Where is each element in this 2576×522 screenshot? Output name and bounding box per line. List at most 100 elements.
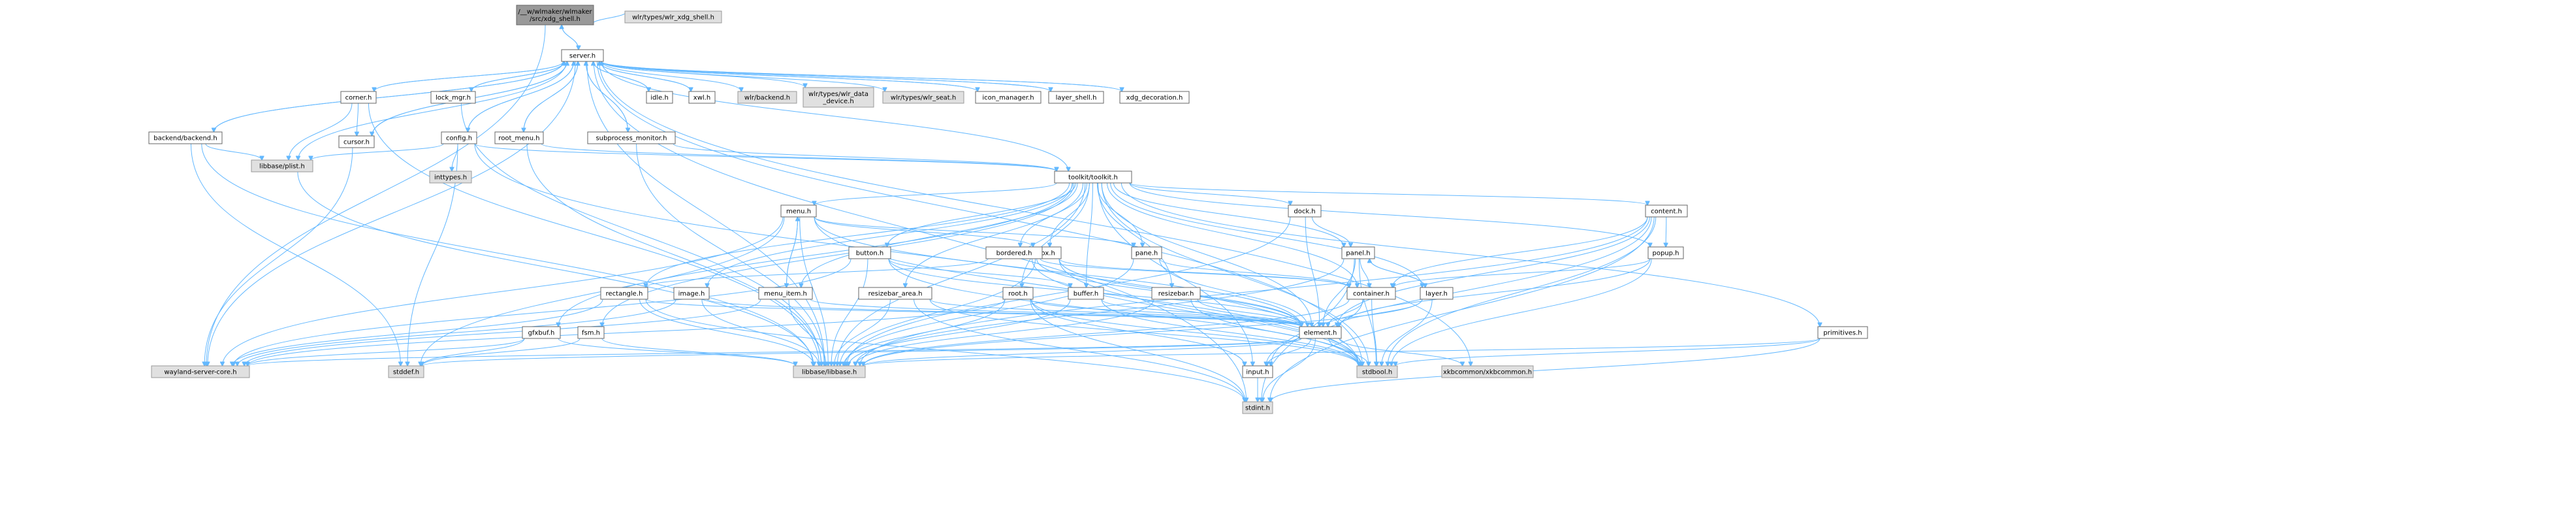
- node-layer-shell[interactable]: layer_shell.h: [1048, 91, 1104, 104]
- edge-dock-to-element: [1305, 216, 1320, 327]
- node-box: [848, 246, 891, 259]
- node-image[interactable]: image.h: [673, 287, 710, 300]
- node-label: /src/xdg_shell.h: [530, 16, 580, 23]
- node-gfxbuf[interactable]: gfxbuf.h: [522, 326, 561, 339]
- edge-toolkit-to-image: [707, 182, 1073, 287]
- node-label: input.h: [1246, 369, 1269, 376]
- node-root-menu[interactable]: root_menu.h: [494, 131, 544, 144]
- edge-buffer-to-stdbool: [1101, 299, 1359, 366]
- edge-resizebar-to-libbase: [855, 299, 1154, 366]
- node-lock-mgr[interactable]: lock_mgr.h: [430, 91, 476, 104]
- edge-element-to-stddef: [422, 338, 1302, 366]
- node-backend[interactable]: backend/backend.h: [148, 131, 223, 144]
- node-box: [673, 287, 710, 300]
- node-corner[interactable]: corner.h: [340, 91, 377, 104]
- node-subprocess-monitor[interactable]: subprocess_monitor.h: [587, 131, 676, 144]
- node-menu-item[interactable]: menu_item.h: [758, 287, 813, 300]
- node-resizebar[interactable]: resizebar.h: [1151, 287, 1201, 300]
- node-xwl[interactable]: xwl.h: [688, 91, 716, 104]
- edge-subprocess_monitor-to-libbase: [636, 143, 825, 366]
- edge-menu_item-to-wayland_server_core: [244, 299, 761, 366]
- node-label: content.h: [1651, 208, 1682, 216]
- node-fsm[interactable]: fsm.h: [577, 326, 605, 339]
- edge-toolkit-to-input: [1098, 182, 1253, 366]
- edge-cursor-to-wayland_server_core: [204, 147, 353, 366]
- edge-element-to-stdint: [1263, 338, 1316, 402]
- node-primitives[interactable]: primitives.h: [1817, 326, 1868, 339]
- node-content[interactable]: content.h: [1645, 204, 1688, 218]
- edge-idle-to-server: [594, 61, 649, 92]
- node-xkbcommon: xkbcommon/xkbcommon.h: [1441, 365, 1534, 378]
- node-resizebar-area[interactable]: resizebar_area.h: [858, 287, 932, 300]
- node-label: root_menu.h: [498, 135, 539, 142]
- node-config[interactable]: config.h: [441, 131, 477, 144]
- node-panel[interactable]: panel.h: [1341, 246, 1375, 259]
- node-libbase: libbase/libbase.h: [793, 365, 866, 378]
- node-root[interactable]: root.h: [1002, 287, 1034, 300]
- edge-resizebar_area-to-element: [929, 299, 1301, 327]
- edge-server-to-xdg_shell: [562, 25, 579, 50]
- edge-layer_shell-to-server: [601, 61, 1051, 92]
- node-box: [1299, 326, 1342, 339]
- node-label: server.h: [569, 53, 596, 60]
- node-icon-manager[interactable]: icon_manager.h: [975, 91, 1042, 104]
- edge-corner-to-server: [374, 61, 564, 92]
- edge-menu-to-wayland_server_core: [223, 216, 784, 366]
- node-label: lock_mgr.h: [436, 95, 471, 102]
- edge-menu_item-to-menu: [786, 217, 797, 288]
- node-bordered[interactable]: bordered.h: [985, 246, 1043, 259]
- node-button[interactable]: button.h: [848, 246, 891, 259]
- node-input[interactable]: input.h: [1242, 365, 1273, 378]
- edge-popup-to-container: [1393, 258, 1651, 287]
- edge-layer-to-stdbool: [1382, 299, 1433, 366]
- node-box: [1341, 246, 1375, 259]
- node-menu[interactable]: menu.h: [780, 204, 817, 218]
- edge-button-to-wayland_server_core: [234, 258, 851, 366]
- node-label: wlr/types/wlr_xdg_shell.h: [632, 14, 714, 22]
- node-popup[interactable]: popup.h: [1647, 246, 1684, 259]
- edge-toolkit-to-box: [1050, 182, 1090, 247]
- node-box: [561, 49, 604, 62]
- node-label: box.h: [1037, 250, 1055, 257]
- edge-toolkit-to-gfxbuf: [558, 182, 1073, 327]
- node-buffer[interactable]: buffer.h: [1068, 287, 1104, 300]
- node-container[interactable]: container.h: [1346, 287, 1396, 300]
- node-layer[interactable]: layer.h: [1420, 287, 1454, 300]
- node-label: button.h: [856, 250, 884, 257]
- node-xdg-decoration[interactable]: xdg_decoration.h: [1119, 91, 1190, 104]
- node-label: gfxbuf.h: [528, 330, 555, 337]
- node-server[interactable]: server.h: [561, 49, 604, 62]
- node-label: dock.h: [1294, 208, 1315, 216]
- edge-container-to-element: [1328, 299, 1364, 327]
- edge-fsm-to-stddef: [422, 338, 580, 366]
- node-rectangle[interactable]: rectangle.h: [600, 287, 648, 300]
- edge-image-to-wayland_server_core: [237, 299, 676, 366]
- node-label: inttypes.h: [434, 174, 467, 182]
- edge-toolkit-to-root: [1022, 182, 1090, 287]
- node-label: rectangle.h: [606, 291, 643, 298]
- edge-toolkit-to-libbase: [837, 182, 1086, 366]
- node-box: [151, 365, 250, 378]
- node-box: [985, 246, 1043, 259]
- node-box: [338, 135, 375, 148]
- node-stdbool: stdbool.h: [1356, 365, 1398, 378]
- node-box: [780, 204, 817, 218]
- edge-icon_manager-to-server: [601, 61, 978, 92]
- edge-menu-to-element: [814, 216, 1301, 327]
- edge-server-to-libbase_plist: [298, 61, 567, 160]
- edge-root-to-element: [1030, 299, 1301, 327]
- node-box: [494, 131, 544, 144]
- node-idle[interactable]: idle.h: [646, 91, 673, 104]
- node-dock[interactable]: dock.h: [1288, 204, 1322, 218]
- node-cursor[interactable]: cursor.h: [338, 135, 375, 148]
- node-pane[interactable]: pane.h: [1131, 246, 1162, 259]
- node-label: _device.h: [822, 98, 853, 105]
- edge-server-to-libbase: [586, 61, 825, 366]
- node-label: xkbcommon/xkbcommon.h: [1443, 369, 1532, 376]
- node-element[interactable]: element.h: [1299, 326, 1342, 339]
- node-toolkit[interactable]: toolkit/toolkit.h: [1054, 171, 1132, 184]
- node-box: [600, 287, 648, 300]
- edge-toolkit-to-buffer: [1087, 182, 1093, 287]
